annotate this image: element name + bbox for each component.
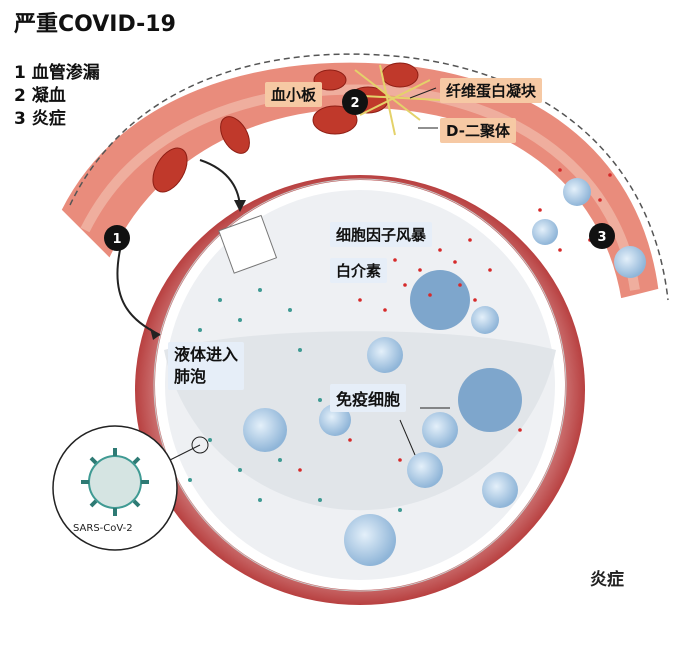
- fibrin-pointer: [409, 87, 437, 99]
- virus-spikes: [81, 448, 149, 516]
- immune-cell-vessel: [614, 246, 646, 278]
- svg-text:1: 1: [112, 232, 121, 247]
- badge-3: 3: [589, 223, 615, 249]
- inset-target: [191, 436, 209, 454]
- legend-item: 2 凝血: [14, 86, 66, 106]
- d-dimer-label: D-二聚体: [440, 118, 516, 143]
- inset-pointer: [169, 444, 201, 461]
- immune-cell-vessel: [532, 219, 558, 245]
- cytokine-dots: [298, 168, 612, 472]
- badge-1: 1: [104, 225, 130, 251]
- immune-cells-label: 免疫细胞: [330, 384, 407, 412]
- page-title: 严重COVID-19: [14, 12, 176, 37]
- legend-item: 1 血管渗漏: [14, 63, 100, 83]
- plasma-arrow-head: [234, 200, 246, 212]
- virus-label: SARS-CoV-2: [73, 523, 133, 534]
- capillary: [218, 214, 278, 274]
- virus-body: [88, 455, 142, 509]
- inflammation-label: 炎症: [590, 570, 624, 590]
- leak-arrow-head: [150, 328, 160, 340]
- badge-2: 2: [342, 89, 368, 115]
- immune-pointer: [399, 419, 416, 456]
- immune-cell-vessel: [563, 178, 591, 206]
- plasma-arrow: [199, 159, 241, 211]
- svg-text:2: 2: [350, 96, 359, 111]
- interleukin-label: 白介素: [330, 258, 388, 283]
- alveolus-wall: [153, 178, 567, 592]
- fluid-into-alveoli-label: 液体进入 肺泡: [168, 342, 245, 390]
- legend-item: 3 炎症: [14, 109, 66, 129]
- immune-cells: [243, 270, 522, 566]
- fibrin-clot-label: 纤维蛋白凝块: [440, 78, 543, 103]
- cytokine-storm-label: 细胞因子风暴: [330, 222, 433, 247]
- fluid-level: [164, 331, 556, 511]
- platelets-label: 血小板: [265, 82, 323, 107]
- svg-text:3: 3: [597, 230, 606, 245]
- legend: 1 血管渗漏 2 凝血 3 炎症: [14, 62, 100, 131]
